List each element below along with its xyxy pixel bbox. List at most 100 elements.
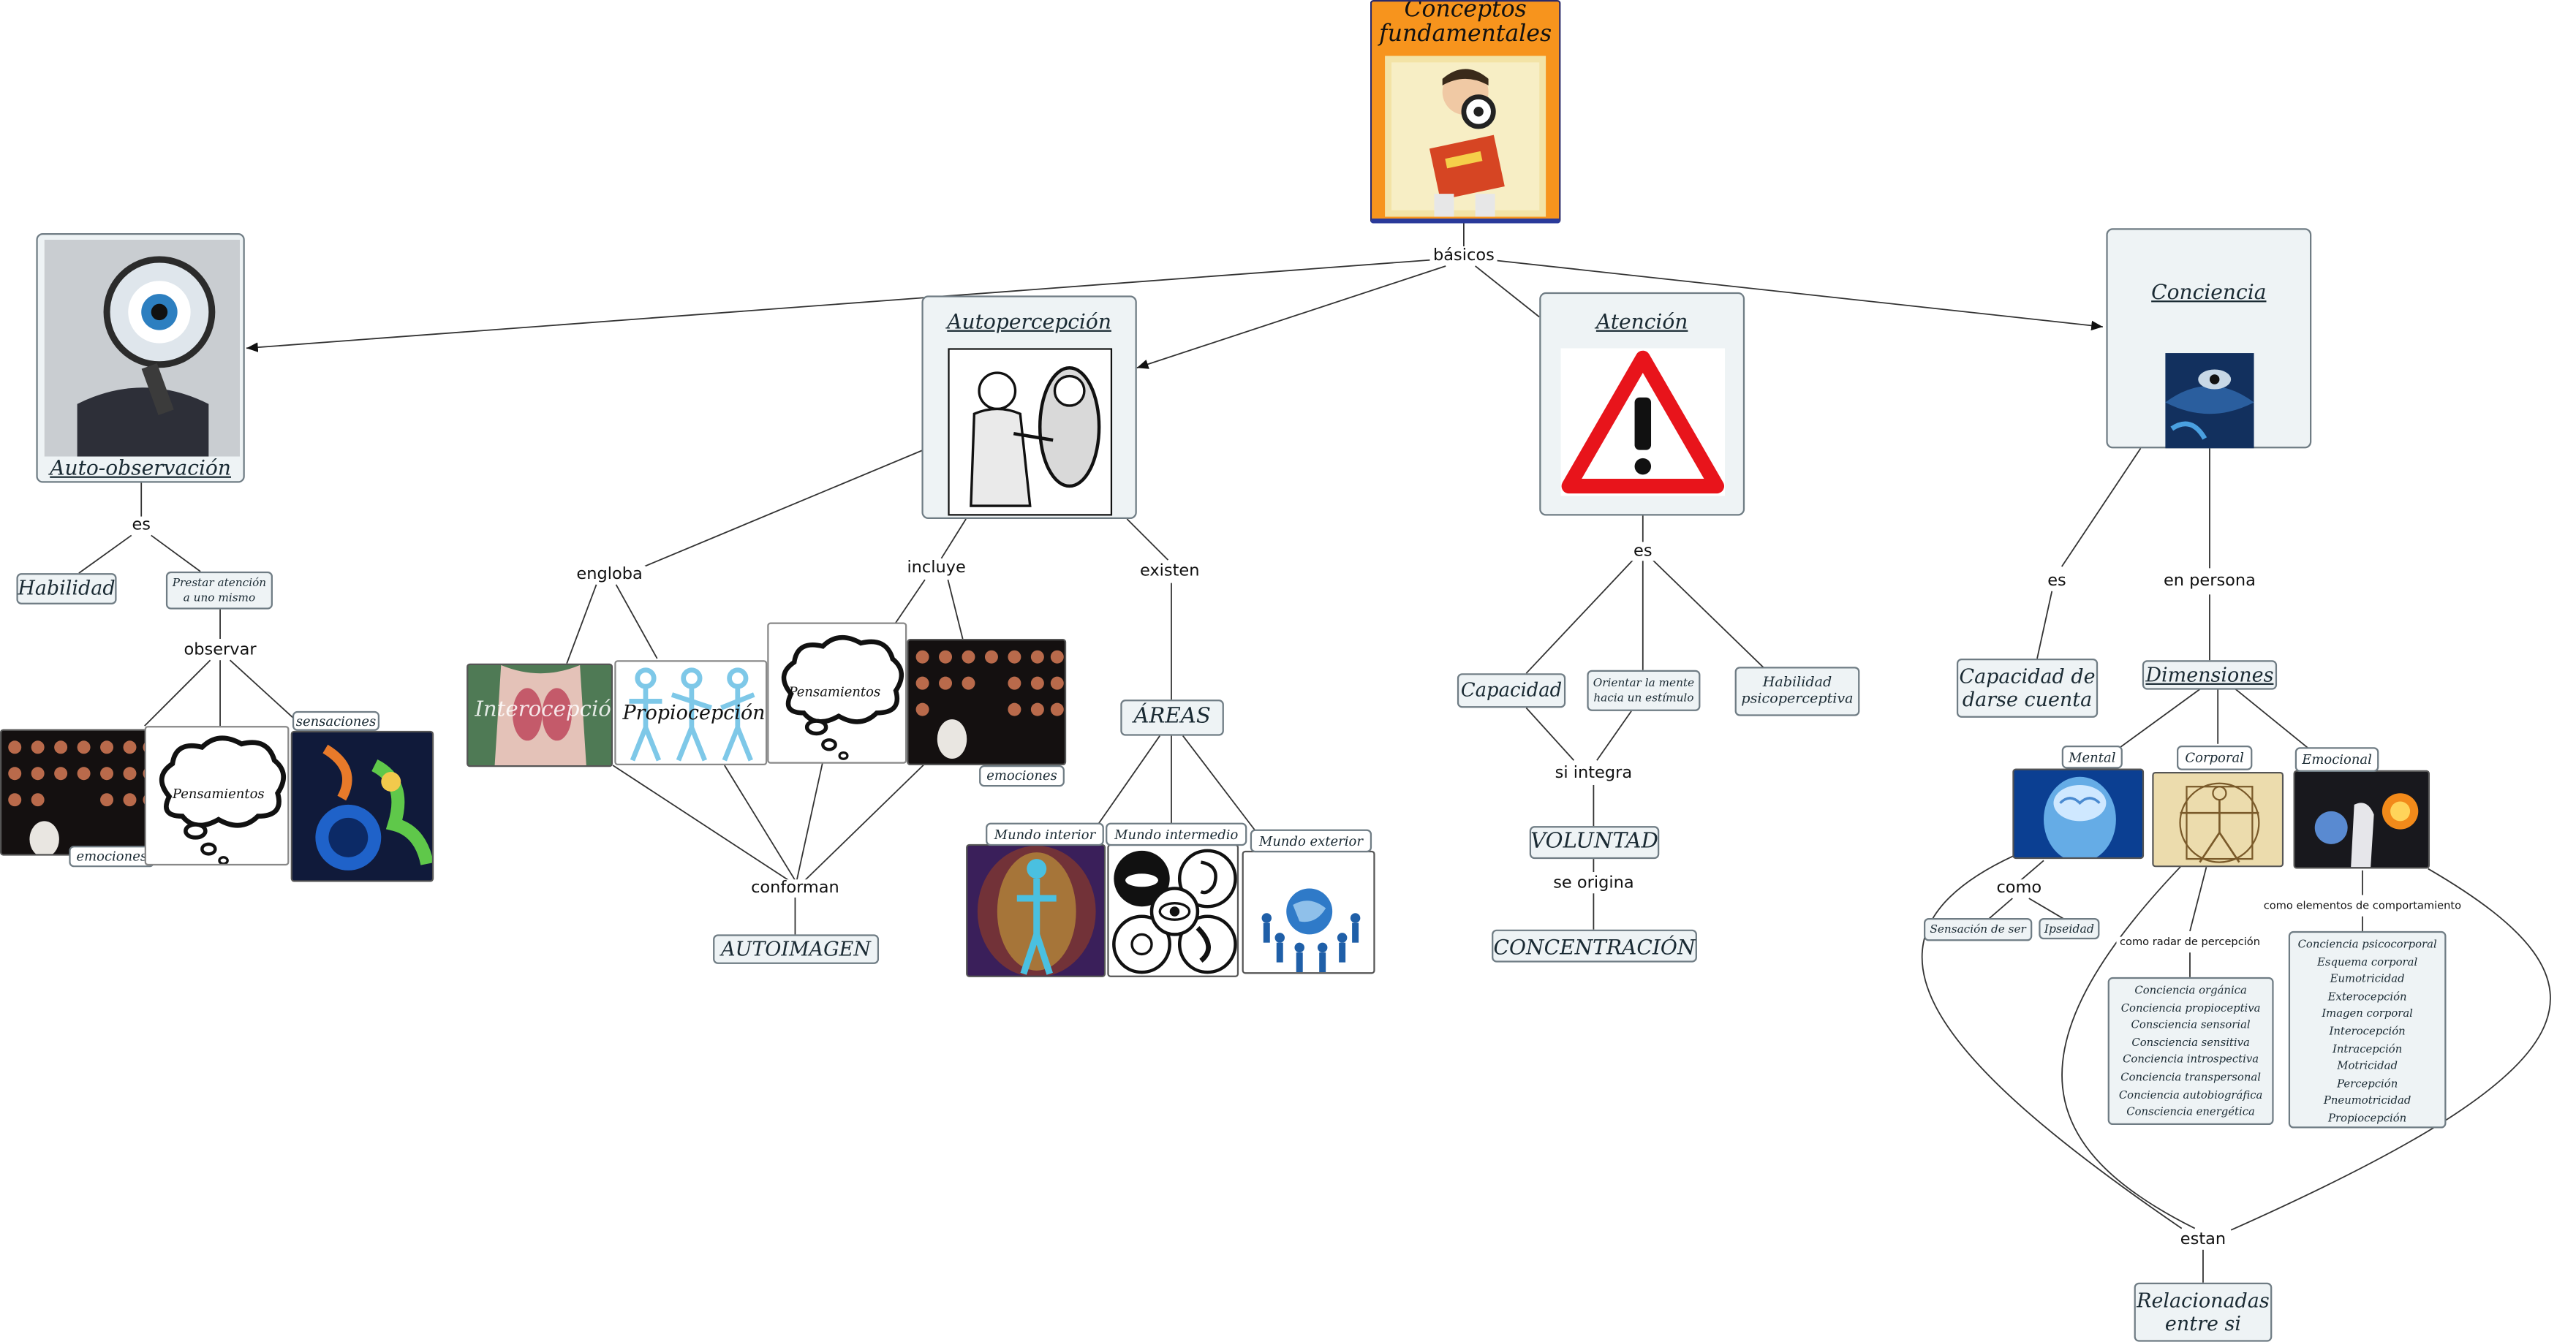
link-conforman: conforman [747,879,843,898]
emocional-image[interactable] [2293,770,2430,869]
link-si-integra: si integra [1552,764,1636,783]
root-title: Conceptos fundamentales [1379,0,1552,48]
mundo-exterior-tag: Mundo exterior [1250,829,1372,853]
sensaciones-tag: sensaciones [292,710,380,731]
aura-body-icon [967,846,1104,976]
body-figures-icon [629,667,755,762]
link-engloba: engloba [573,566,646,584]
sensacion-de-ser-node[interactable]: Sensación de ser [1924,917,2033,941]
pensamientos-image-2[interactable]: Pensamientos [767,622,907,764]
dimensiones-node[interactable]: Dimensiones [2142,660,2278,690]
habilidad-psicoperceptiva-node[interactable]: Habilidad psicoperceptiva [1734,667,1860,716]
orientar-node[interactable]: Orientar la mente hacia un estímulo [1587,670,1701,711]
emociones-tag: emociones [69,846,155,868]
list-item: Consciencia sensorial [2131,1018,2251,1032]
list-item: Propiocepción [2328,1111,2407,1125]
lips-ear-eye-icon [1112,849,1237,974]
orientar-label: Orientar la mente hacia un estímulo [1593,677,1695,704]
capacidad-node[interactable]: Capacidad [1457,673,1566,708]
link-como: como [1993,879,2045,898]
magnifier-eye-icon [1385,56,1546,217]
habilidad-psicoperceptiva-label: Habilidad psicoperceptiva [1741,675,1854,708]
link-radar: como radar de percepción [2116,936,2264,949]
auto-observacion-node[interactable]: Auto-observación [36,233,245,483]
autopercepcion-title: Autopercepción [947,308,1111,334]
link-se-origina: se origina [1549,874,1638,893]
habilidad-node[interactable]: Habilidad [16,573,117,604]
capacidad-darse-cuenta-node[interactable]: Capacidad de darse cuenta [1956,658,2099,718]
concentracion-label: CONCENTRACIÓN [1493,933,1696,959]
link-observar: observar [181,641,260,660]
relacionadas-label: Relacionadas entre si [2137,1288,2270,1335]
list-item: Conciencia psicocorporal [2297,937,2437,951]
capacidad-darse-cuenta-label: Capacidad de darse cuenta [1959,664,2096,711]
list-item: Consciencia sensitiva [2131,1036,2250,1050]
list-item: Motricidad [2337,1059,2398,1073]
corporal-image[interactable] [2152,771,2284,868]
interocepcion-image[interactable]: Interocepción [467,663,613,767]
root-node[interactable]: Conceptos fundamentales [1370,0,1561,224]
list-item: Interocepción [2329,1024,2406,1038]
voluntad-node[interactable]: VOLUNTAD [1529,826,1660,860]
list-item: Conciencia propioceptiva [2120,1001,2261,1015]
atencion-node[interactable]: Atención [1539,292,1745,516]
thought-cloud-icon [781,635,904,760]
atencion-title: Atención [1595,308,1688,334]
link-elementos: como elementos de comportamiento [2260,900,2465,913]
link-es: es [128,516,154,535]
list-item: Conciencia orgánica [2134,983,2247,997]
globe-people-icon [1261,888,1361,973]
list-item: Consciencia energética [2126,1105,2255,1119]
autoimagen-label: AUTOIMAGEN [721,937,871,960]
interocepcion-label: Interocepción [475,697,613,723]
link-es-conciencia: es [2044,572,2070,591]
list-item: Imagen corporal [2322,1007,2413,1021]
dimensiones-label: Dimensiones [2145,663,2274,686]
habilidad-label: Habilidad [18,577,116,600]
list-item: Conciencia introspectiva [2123,1053,2259,1067]
conciencia-title: Conciencia [2151,278,2267,304]
masks-icon [915,650,1064,759]
relacionadas-node[interactable]: Relacionadas entre si [2134,1282,2273,1342]
eye-icon [2165,353,2254,449]
prestar-atencion-node[interactable]: Prestar atención a uno mismo [165,571,273,610]
mundo-intermedio-image[interactable] [1107,844,1239,977]
mental-tag: Mental [2061,746,2123,769]
pensamientos-image[interactable]: Pensamientos [144,726,290,866]
emociones-image[interactable] [0,729,158,856]
masks-icon [8,740,156,854]
areas-node[interactable]: ÁREAS [1120,700,1224,736]
emociones-image-2[interactable] [907,639,1067,766]
mundo-exterior-image[interactable] [1242,850,1375,974]
thought-cloud-icon [159,735,286,864]
vitruvian-icon [2153,773,2282,866]
link-basicos: básicos [1429,247,1498,265]
propiocepcion-label: Propiocepción [622,701,766,724]
fire-hand-icon [2294,771,2428,868]
list-item: Exterocepción [2327,990,2407,1004]
concentracion-node[interactable]: CONCENTRACIÓN [1492,929,1697,963]
emocional-tag: Emocional [2294,747,2379,772]
list-item: Conciencia autobiográfica [2118,1088,2263,1102]
list-item: Conciencia transpersonal [2120,1070,2261,1084]
magnifier-eye-icon [44,240,241,457]
autopercepcion-node[interactable]: Autopercepción [921,295,1137,519]
mundo-interior-image[interactable] [966,844,1106,977]
list-item: Eumotricidad [2330,972,2405,986]
mental-image[interactable] [2012,768,2145,860]
auto-observacion-title: Auto-observación [50,455,231,480]
propiocepcion-image[interactable]: Propiocepción [614,660,768,766]
autoimagen-node[interactable]: AUTOIMAGEN [713,934,880,964]
conciencia-node[interactable]: Conciencia [2106,228,2312,449]
ipseidad-node[interactable]: Ipseidad [2039,917,2100,940]
prestar-atencion-label: Prestar atención a uno mismo [172,577,267,604]
emociones-tag-2: emociones [979,765,1065,787]
sensaciones-image[interactable] [290,730,434,882]
list-item: Percepción [2337,1077,2398,1091]
torso-icon [468,664,611,766]
mundo-intermedio-tag: Mundo intermedio [1106,822,1247,846]
